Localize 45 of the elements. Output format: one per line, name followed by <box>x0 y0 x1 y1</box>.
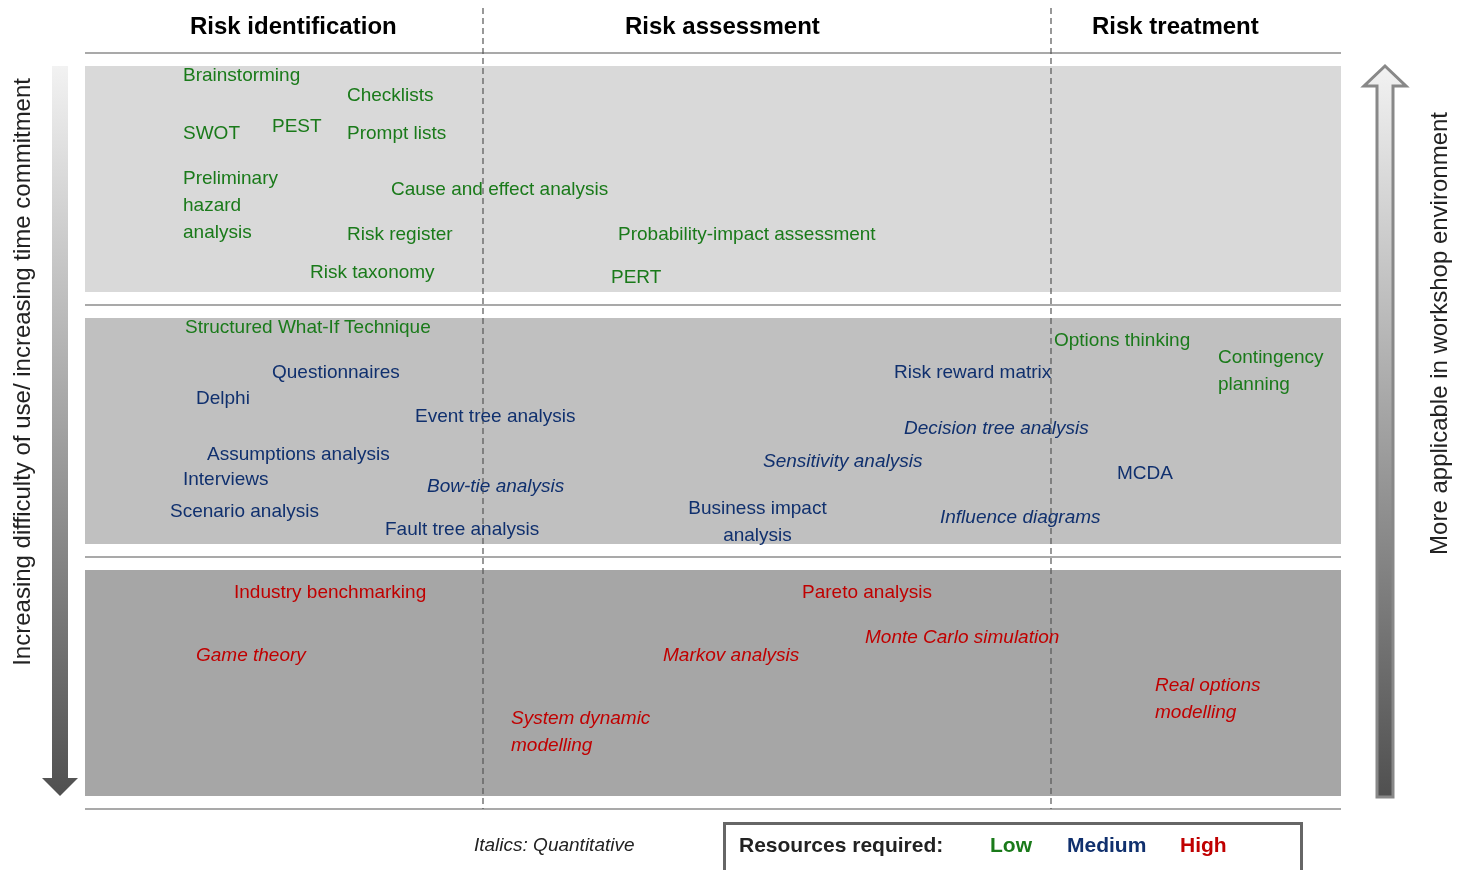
technique-label: Probability-impact assessment <box>618 222 876 246</box>
technique-label: Structured What-If Technique <box>185 315 431 339</box>
technique-label: Real options modelling <box>1155 673 1262 724</box>
column-header: Risk treatment <box>1092 12 1259 39</box>
technique-label: Interviews <box>183 467 269 491</box>
technique-label: Risk taxonomy <box>310 260 435 284</box>
technique-label: Delphi <box>196 386 250 410</box>
technique-label: Prompt lists <box>347 121 447 145</box>
column-header: Risk assessment <box>625 12 820 39</box>
technique-label: Options thinking <box>1054 328 1191 352</box>
axis-label: More applicable in workshop environment <box>1425 112 1453 555</box>
technique-label: MCDA <box>1117 461 1173 485</box>
note-text: Italics: Quantitative <box>474 833 635 857</box>
technique-label: PERT <box>611 265 662 289</box>
technique-label: Checklists <box>347 83 434 107</box>
axis-label: Increasing difficulty of use/ increasing time commitment <box>8 78 36 666</box>
legend-label: Medium <box>1067 832 1147 858</box>
technique-label: Business impact analysis <box>687 496 828 547</box>
technique-label: Sensitivity analysis <box>763 449 923 473</box>
technique-label: Risk register <box>347 222 453 246</box>
technique-label: Assumptions analysis <box>207 442 390 466</box>
technique-label: Contingency planning <box>1218 345 1325 396</box>
technique-label: Game theory <box>196 643 306 667</box>
legend-title: Resources required: <box>739 832 944 858</box>
technique-label: Questionnaires <box>272 360 400 384</box>
technique-label: Pareto analysis <box>802 580 932 604</box>
technique-label: Risk reward matrix <box>894 360 1052 384</box>
legend-label: Low <box>990 832 1032 858</box>
legend-label: High <box>1180 832 1227 858</box>
technique-label: Scenario analysis <box>170 499 319 523</box>
technique-label: Fault tree analysis <box>385 517 540 541</box>
column-header: Risk identification <box>190 12 397 39</box>
technique-label: Influence diagrams <box>940 505 1101 529</box>
technique-label: Industry benchmarking <box>234 580 427 604</box>
technique-label: Brainstorming <box>183 63 301 87</box>
technique-label: Bow-tie analysis <box>427 474 565 498</box>
technique-label: Markov analysis <box>663 643 800 667</box>
technique-label: Monte Carlo simulation <box>865 625 1060 649</box>
technique-label: Cause and effect analysis <box>391 177 609 201</box>
technique-label: Decision tree analysis <box>904 416 1089 440</box>
technique-label: Preliminary hazard analysis <box>183 166 280 244</box>
technique-label: SWOT <box>183 121 240 145</box>
technique-label: System dynamic modelling <box>511 706 652 757</box>
technique-label: Event tree analysis <box>415 404 576 428</box>
technique-label: PEST <box>272 114 322 138</box>
